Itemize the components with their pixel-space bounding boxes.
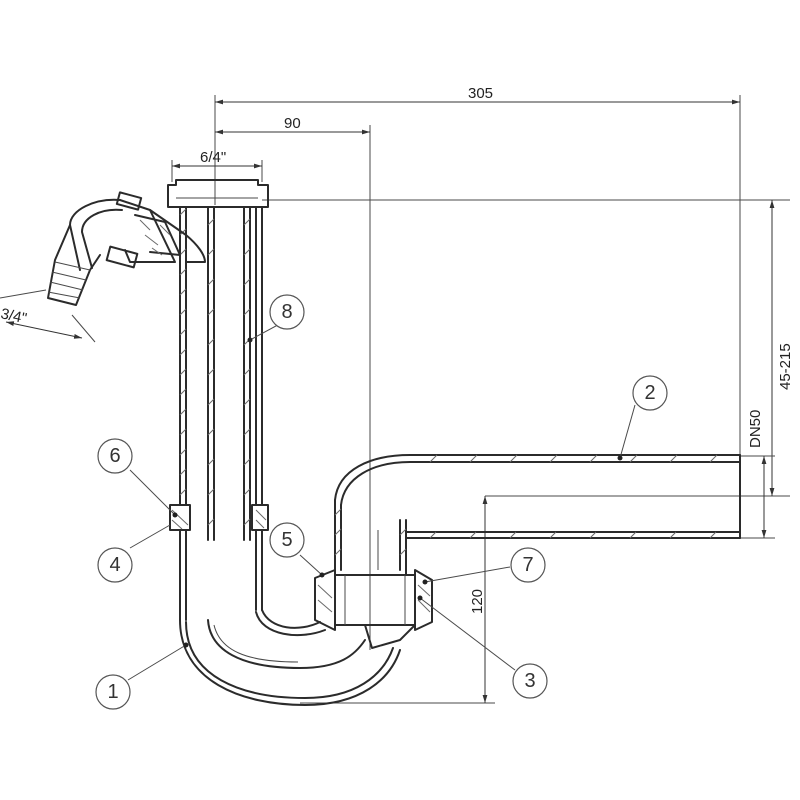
callout-4: 4 bbox=[97, 547, 133, 583]
siphon-body bbox=[167, 179, 741, 706]
leader-lines bbox=[127, 312, 636, 681]
callout-label-7: 7 bbox=[522, 554, 533, 576]
dimension-lines bbox=[0, 95, 790, 704]
dim-top-inlet: 6/4" bbox=[200, 149, 226, 166]
callout-label-1: 1 bbox=[107, 681, 118, 703]
callout-2: 2 bbox=[632, 375, 668, 411]
side-inlet-connector bbox=[47, 191, 206, 306]
callout-1: 1 bbox=[95, 674, 131, 710]
dim-overall-width: 305 bbox=[468, 85, 493, 102]
dim-trap-depth: 120 bbox=[469, 589, 486, 614]
callout-label-3: 3 bbox=[524, 670, 535, 692]
callout-label-6: 6 bbox=[109, 445, 120, 467]
callout-label-2: 2 bbox=[644, 382, 655, 404]
callout-label-8: 8 bbox=[281, 301, 292, 323]
callout-label-5: 5 bbox=[281, 529, 292, 551]
dim-outlet: DN50 bbox=[747, 410, 764, 448]
callout-8: 8 bbox=[269, 294, 305, 330]
dim-height-range: 45-215 bbox=[777, 343, 794, 390]
dim-offset: 90 bbox=[284, 115, 301, 132]
callout-5: 5 bbox=[269, 522, 305, 558]
callout-6: 6 bbox=[97, 438, 133, 474]
callout-label-4: 4 bbox=[109, 554, 120, 576]
dim-side-inlet: 3/4" bbox=[0, 305, 28, 327]
callout-3: 3 bbox=[512, 663, 548, 699]
callout-7: 7 bbox=[510, 547, 546, 583]
